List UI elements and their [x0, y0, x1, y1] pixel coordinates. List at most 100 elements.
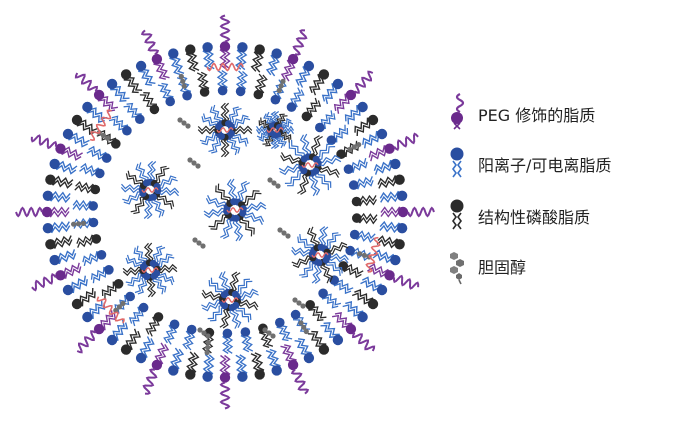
- micelle-tail: [155, 274, 174, 286]
- lipid-head: [219, 372, 231, 383]
- outer-lipid-layer: [15, 14, 435, 410]
- cholesterol-ring: [116, 304, 122, 310]
- lipid-head: [343, 164, 354, 174]
- micelle-tail: [220, 137, 227, 158]
- lipid-head: [122, 125, 132, 136]
- lipid-head: [332, 78, 344, 90]
- cholesterol-ring: [357, 251, 363, 257]
- lipid-tail: [90, 266, 109, 280]
- micelle-tail: [223, 102, 230, 123]
- lipid-head: [62, 284, 74, 296]
- lipid-tail: [50, 239, 73, 249]
- lipid-tail: [356, 198, 377, 207]
- peg-chain: [140, 29, 160, 56]
- lipid-head: [151, 359, 163, 371]
- micelle-tail: [278, 163, 302, 172]
- lipid-tail: [293, 315, 307, 332]
- lipid-tail: [114, 294, 129, 311]
- lipid-tail: [280, 57, 292, 80]
- lipid-head: [135, 352, 147, 364]
- micelle-tail: [126, 254, 145, 266]
- mrna-strand: [266, 126, 284, 134]
- cholesterol-ring: [270, 333, 276, 339]
- micelle-tail: [280, 155, 302, 165]
- micelle-tail: [157, 178, 178, 189]
- lipid-head: [254, 369, 265, 380]
- micelle-tail: [210, 277, 226, 294]
- lipid-head: [42, 223, 54, 234]
- lipid-tail: [368, 263, 391, 275]
- lipid-head: [111, 139, 121, 149]
- lipid-head: [376, 128, 388, 140]
- micelle-tail: [154, 246, 166, 265]
- lipid-head: [240, 327, 251, 337]
- lipid-tail: [379, 190, 403, 199]
- micelle-tail: [146, 277, 153, 298]
- lipid-head: [275, 317, 285, 328]
- micelle-tail: [318, 165, 340, 175]
- micelle-tail: [136, 245, 148, 264]
- lipid-tail: [73, 217, 94, 226]
- micelle-tail: [127, 170, 145, 185]
- lipid-tail: [311, 330, 327, 349]
- cholesterol-ring: [356, 142, 362, 148]
- micelle-tail: [313, 172, 329, 191]
- micelle-tail: [310, 135, 320, 157]
- lipid-head: [82, 311, 93, 323]
- lipid-tail: [284, 344, 297, 365]
- lipid-head: [287, 53, 299, 65]
- lipid-tail: [223, 354, 231, 378]
- micelle-tail: [321, 226, 329, 248]
- micelle-head: [227, 122, 235, 130]
- peg-chain: [392, 274, 420, 290]
- peg-chain: [354, 70, 374, 94]
- cholesterol-ring: [120, 300, 126, 307]
- lipid-tail: [276, 323, 289, 342]
- lipid-head: [120, 344, 132, 355]
- cholesterol-ring: [204, 349, 210, 356]
- micelle-tail: [220, 216, 231, 238]
- lipid-head: [301, 111, 312, 122]
- lipid-head: [349, 229, 360, 240]
- lipid-tail: [373, 159, 396, 172]
- lipid-head: [345, 89, 357, 101]
- lipid-tail: [68, 279, 88, 294]
- cholesterol-ring: [292, 297, 298, 303]
- lipid-tail: [75, 180, 97, 190]
- micelle-tail: [205, 198, 228, 209]
- lipid-head: [90, 184, 101, 195]
- lipid-tail: [292, 89, 305, 109]
- legend-item-peg-lipid: PEG 修饰的脂质: [440, 92, 680, 132]
- mrna-strand: [216, 126, 234, 134]
- lipid-tail: [332, 281, 352, 295]
- lipid-tail: [341, 144, 360, 158]
- cholesterol-ring: [205, 339, 211, 346]
- micelle-tail: [156, 256, 175, 268]
- lipid-tail: [323, 322, 341, 339]
- lipid-head: [384, 143, 395, 154]
- lipid-head: [202, 42, 213, 53]
- lipid-head: [396, 223, 408, 234]
- lipid-head: [185, 369, 196, 380]
- lipid-head: [135, 114, 145, 124]
- micelle-tail: [215, 185, 230, 205]
- lipid-tail: [47, 194, 71, 204]
- micelle-tail: [147, 242, 154, 263]
- lipid-head: [352, 213, 362, 223]
- micelle-head: [150, 272, 158, 280]
- micelle-tail: [236, 302, 258, 311]
- micelle-tail: [125, 272, 144, 284]
- lipid-tail: [97, 96, 116, 112]
- lipid-head: [290, 309, 301, 320]
- micelle-head: [271, 131, 279, 139]
- lipid-head: [305, 300, 316, 310]
- lipid-head: [41, 206, 53, 218]
- lipid-tail: [240, 332, 250, 353]
- peg-chain: [15, 206, 43, 218]
- lipid-head: [303, 352, 315, 364]
- micelle-tail: [284, 168, 303, 184]
- lipid-tail: [373, 249, 397, 260]
- lipid-tail: [49, 179, 73, 189]
- lipid-tail: [161, 82, 174, 101]
- micelle-tail: [235, 217, 244, 241]
